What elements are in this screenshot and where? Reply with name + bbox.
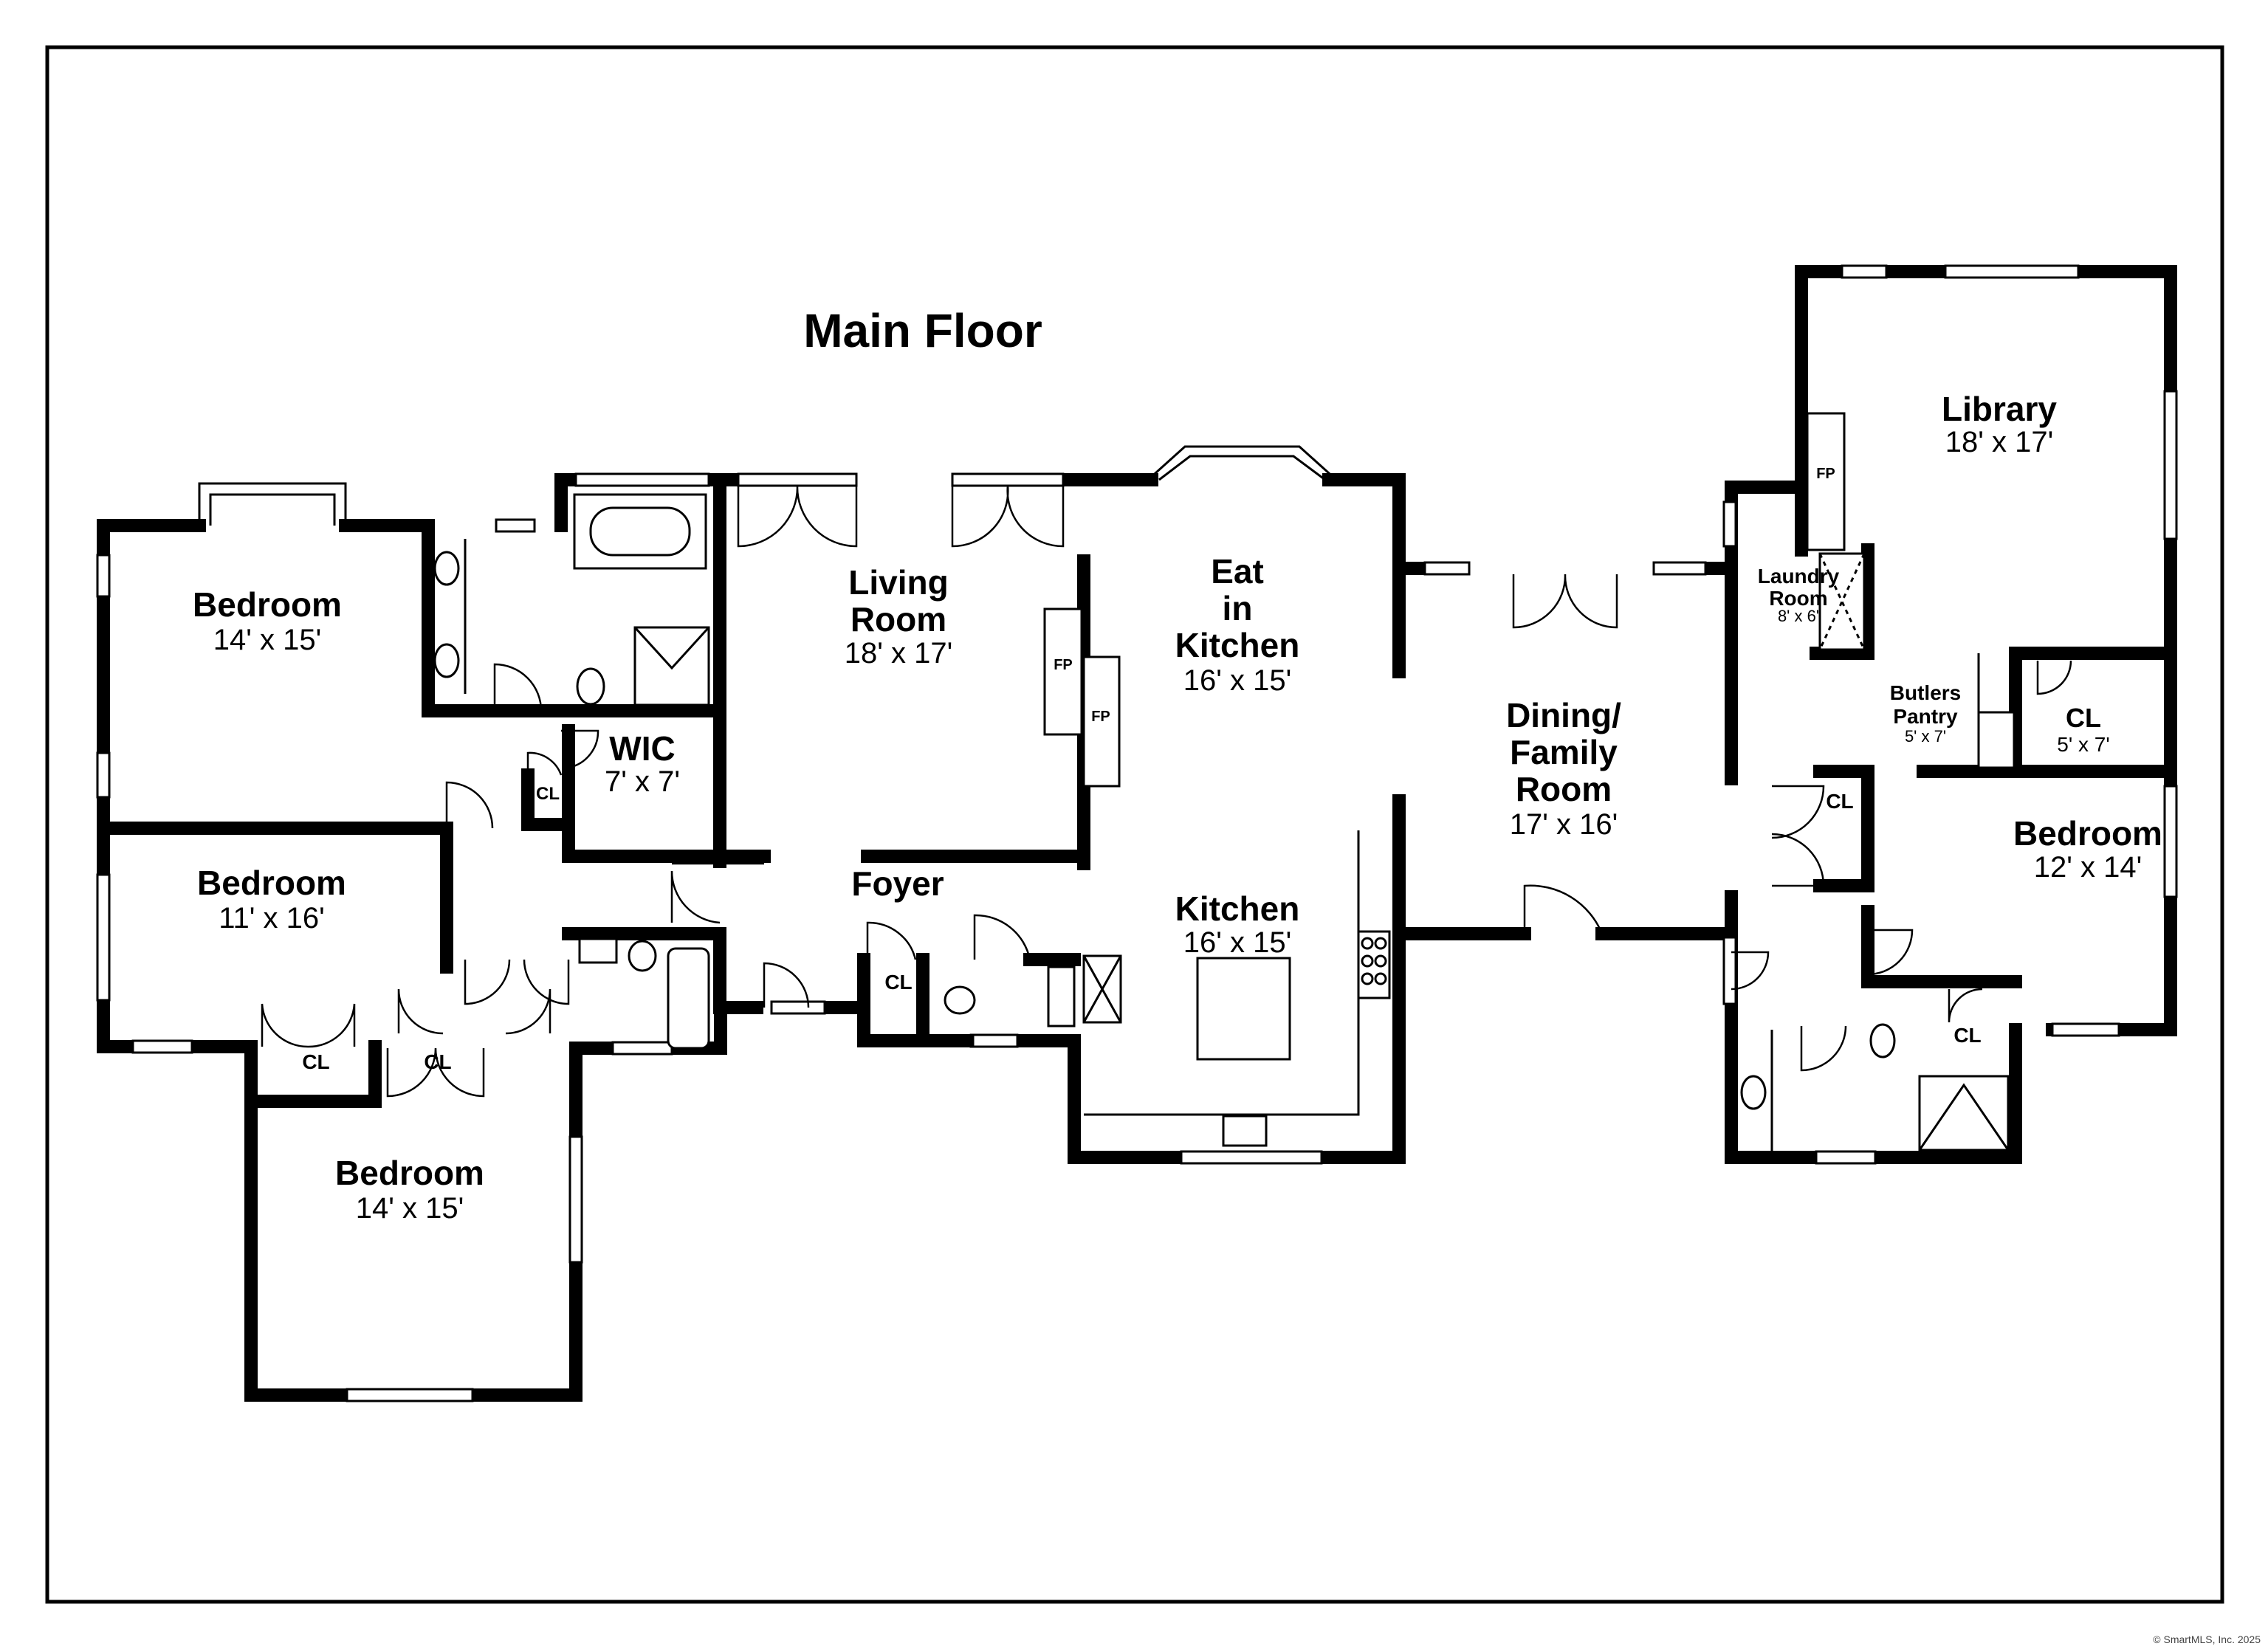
room-name: Bedroom <box>197 864 346 902</box>
room-name: Room <box>1769 587 1827 610</box>
room-name: Kitchen <box>1175 626 1300 664</box>
closet-label: CL <box>1953 1024 1981 1047</box>
sink <box>1047 965 1076 1027</box>
plan-title: Main Floor <box>803 304 1042 357</box>
room-dims: 5' x 7' <box>2057 733 2109 756</box>
windows <box>96 264 2178 1402</box>
room-dims: 16' x 15' <box>1183 926 1291 959</box>
room-name: Foyer <box>851 864 944 903</box>
doors <box>261 485 2072 1098</box>
toilet <box>576 667 605 706</box>
room-dims: 8' x 6' <box>1778 607 1819 625</box>
toilet <box>628 940 657 972</box>
sink <box>433 643 460 678</box>
page-border <box>45 45 2224 1604</box>
fireplace-labels: FP FP FP <box>1054 466 1835 725</box>
room-labels: Bedroom 14' x 15' Bedroom 11' x 16' Bedr… <box>193 390 2162 1225</box>
room-dims: 5' x 7' <box>1905 727 1946 746</box>
room-dims: 12' x 14' <box>2034 851 2142 884</box>
sink <box>1740 1075 1767 1110</box>
room-dims: 17' x 16' <box>1510 808 1618 841</box>
room-name: Room <box>1516 770 1612 808</box>
toilet <box>944 985 976 1015</box>
closet-label: CL <box>536 784 560 804</box>
room-dims: 16' x 15' <box>1183 664 1291 697</box>
sink <box>433 551 460 586</box>
closet-label: CL <box>302 1050 329 1073</box>
fireplace-label: FP <box>1816 466 1835 482</box>
closet-label: CL <box>1826 790 1853 813</box>
fixtures <box>433 412 2016 1151</box>
bay-windows <box>198 445 1338 526</box>
laundry-machine <box>1818 552 1866 651</box>
room-dims: 18' x 17' <box>845 637 952 669</box>
room-name: WIC <box>609 729 675 768</box>
room-name: Bedroom <box>2013 814 2162 853</box>
sink <box>578 937 618 964</box>
fireplace-label: FP <box>1091 709 1110 725</box>
room-name: Kitchen <box>1175 889 1300 928</box>
room-name: CL <box>2066 703 2101 733</box>
room-name: Pantry <box>1893 705 1958 728</box>
room-name: Bedroom <box>193 585 342 624</box>
room-dims: 18' x 17' <box>1945 426 2053 458</box>
room-dims: 7' x 7' <box>605 765 680 798</box>
sink <box>1977 711 2016 769</box>
room-name: Bedroom <box>335 1154 484 1192</box>
room-name: Laundry <box>1758 565 1840 588</box>
exterior-walls <box>97 265 2177 1402</box>
fireplace <box>1043 607 1083 736</box>
room-dims: 11' x 16' <box>219 902 325 934</box>
room-name: Room <box>850 600 946 638</box>
bathtub <box>589 506 691 557</box>
bathtub <box>667 947 710 1050</box>
room-name: Family <box>1510 733 1618 771</box>
shower <box>1918 1075 2010 1151</box>
fireplace-label: FP <box>1054 657 1073 673</box>
fireplace <box>1806 412 1846 551</box>
closet-label: CL <box>884 971 912 994</box>
kitchen-island <box>1196 957 1291 1061</box>
closet-labels: CL CL CL CL CL CL <box>302 784 1981 1073</box>
copyright-text: © SmartMLS, Inc. 2025 <box>2153 1633 2261 1645</box>
closet-label: CL <box>424 1050 451 1073</box>
kitchen-sink <box>1222 1115 1268 1147</box>
room-dims: 14' x 15' <box>213 624 321 656</box>
room-name: Living <box>848 563 948 602</box>
room-name: Butlers <box>1890 681 1961 704</box>
room-name: in <box>1223 589 1253 627</box>
room-name: Eat <box>1211 552 1264 591</box>
room-name: Library <box>1942 390 2057 428</box>
room-dims: 14' x 15' <box>356 1192 464 1225</box>
fireplace <box>1082 655 1121 788</box>
toilet <box>1869 1023 1896 1058</box>
room-name: Dining/ <box>1506 696 1621 734</box>
